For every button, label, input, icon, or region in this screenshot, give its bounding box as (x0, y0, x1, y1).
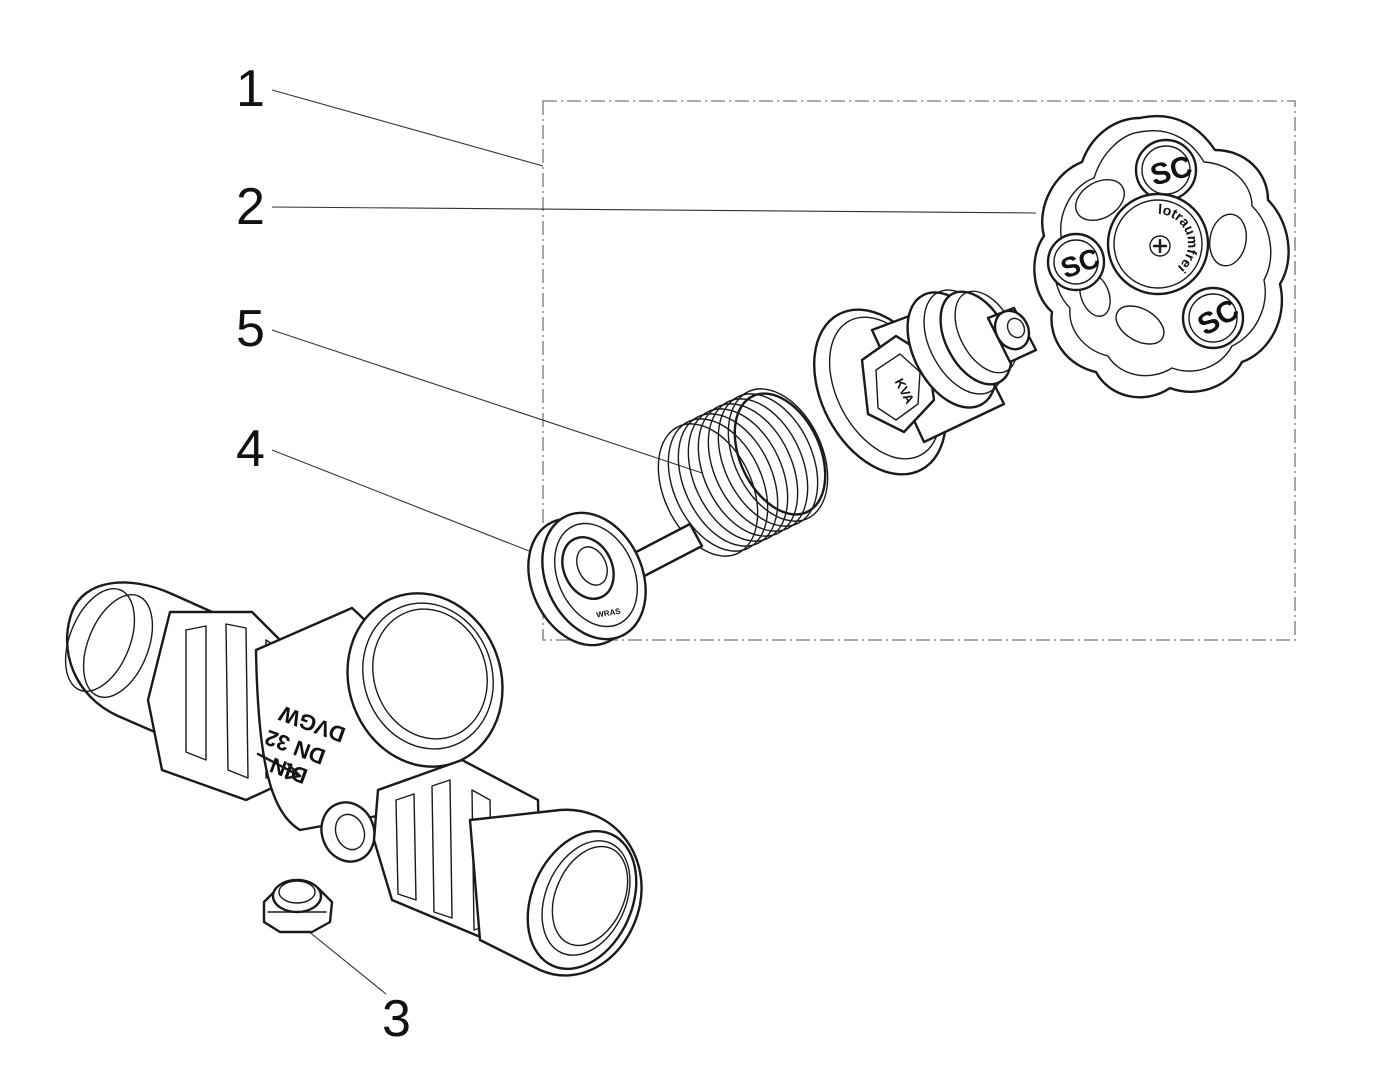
callout-2: 2 (236, 178, 265, 236)
leader-4 (271, 449, 553, 561)
assembly-boundary (542, 100, 1296, 641)
valve-body: DVGW DN 32 DIN (64, 581, 643, 977)
spring-part-5 (657, 388, 829, 557)
flow-arrow (256, 752, 302, 780)
leader-1 (271, 89, 544, 167)
handwheel-part-2: SC SC SC lotraumfrei (1033, 114, 1290, 399)
callout-3: 3 (382, 990, 411, 1048)
callout-labels: 1 2 5 4 3 (236, 60, 411, 1048)
leader-3 (296, 921, 387, 995)
disc-stem-part-4: WRAS (527, 511, 704, 647)
plug-part-3 (262, 878, 334, 934)
bonnet-upper-part: KVA (813, 289, 1038, 476)
callout-4: 4 (236, 420, 265, 478)
callout-1: 1 (236, 60, 265, 118)
leader-5 (271, 329, 703, 474)
leader-lines (271, 89, 1037, 995)
leader-2 (271, 206, 1037, 214)
callout-5: 5 (236, 300, 265, 358)
disc-marking: WRAS (596, 606, 622, 619)
